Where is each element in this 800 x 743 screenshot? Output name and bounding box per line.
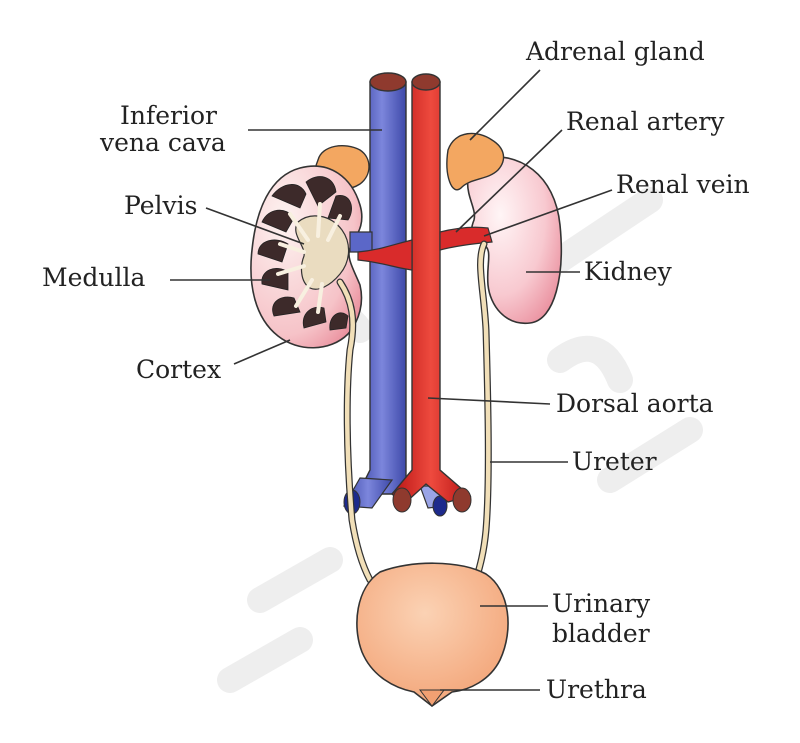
- label-medulla: Medulla: [42, 263, 145, 292]
- dorsal-aorta: [391, 81, 472, 505]
- label-pelvis: Pelvis: [124, 191, 197, 220]
- right-iliac-artery-opening: [452, 487, 472, 513]
- inferior-vena-cava: [356, 81, 407, 495]
- right-renal-artery: [439, 226, 493, 251]
- aorta-top-opening: [411, 73, 441, 91]
- leader-dorsal-aorta: [427, 397, 551, 405]
- left-ureter-fill: [337, 279, 373, 583]
- pelvis-calyces: [276, 202, 342, 314]
- label-inferior-vena-cava-line2: vena cava: [99, 128, 226, 157]
- right-adrenal-gland: [446, 132, 505, 191]
- left-iliac-artery-opening: [392, 487, 412, 513]
- leader-renal-artery: [455, 129, 563, 233]
- label-ureter: Ureter: [572, 447, 657, 476]
- label-adrenal-gland: Adrenal gland: [525, 37, 705, 66]
- right-ureter-fill: [473, 241, 491, 583]
- leader-pelvis: [205, 207, 305, 245]
- leader-adrenal: [469, 69, 541, 141]
- label-kidney: Kidney: [584, 257, 673, 286]
- label-renal-vein: Renal vein: [616, 170, 750, 199]
- urethra: [419, 689, 445, 707]
- label-inferior-vena-cava-line1: Inferior: [120, 101, 217, 130]
- label-urinary-bladder-line1: Urinary: [552, 589, 651, 618]
- label-renal-artery: Renal artery: [566, 107, 725, 136]
- watermark: [217, 187, 703, 693]
- label-cortex: Cortex: [136, 355, 221, 384]
- left-renal-vein: [349, 231, 373, 253]
- vena-cava-top-opening: [369, 72, 407, 92]
- label-urinary-bladder-line2: bladder: [552, 619, 650, 648]
- urinary-bladder: [356, 562, 509, 707]
- leader-renal-vein: [483, 189, 613, 237]
- label-dorsal-aorta: Dorsal aorta: [556, 389, 714, 418]
- left-renal-artery: [357, 239, 413, 271]
- leader-cortex: [233, 339, 291, 365]
- label-urethra: Urethra: [546, 675, 647, 704]
